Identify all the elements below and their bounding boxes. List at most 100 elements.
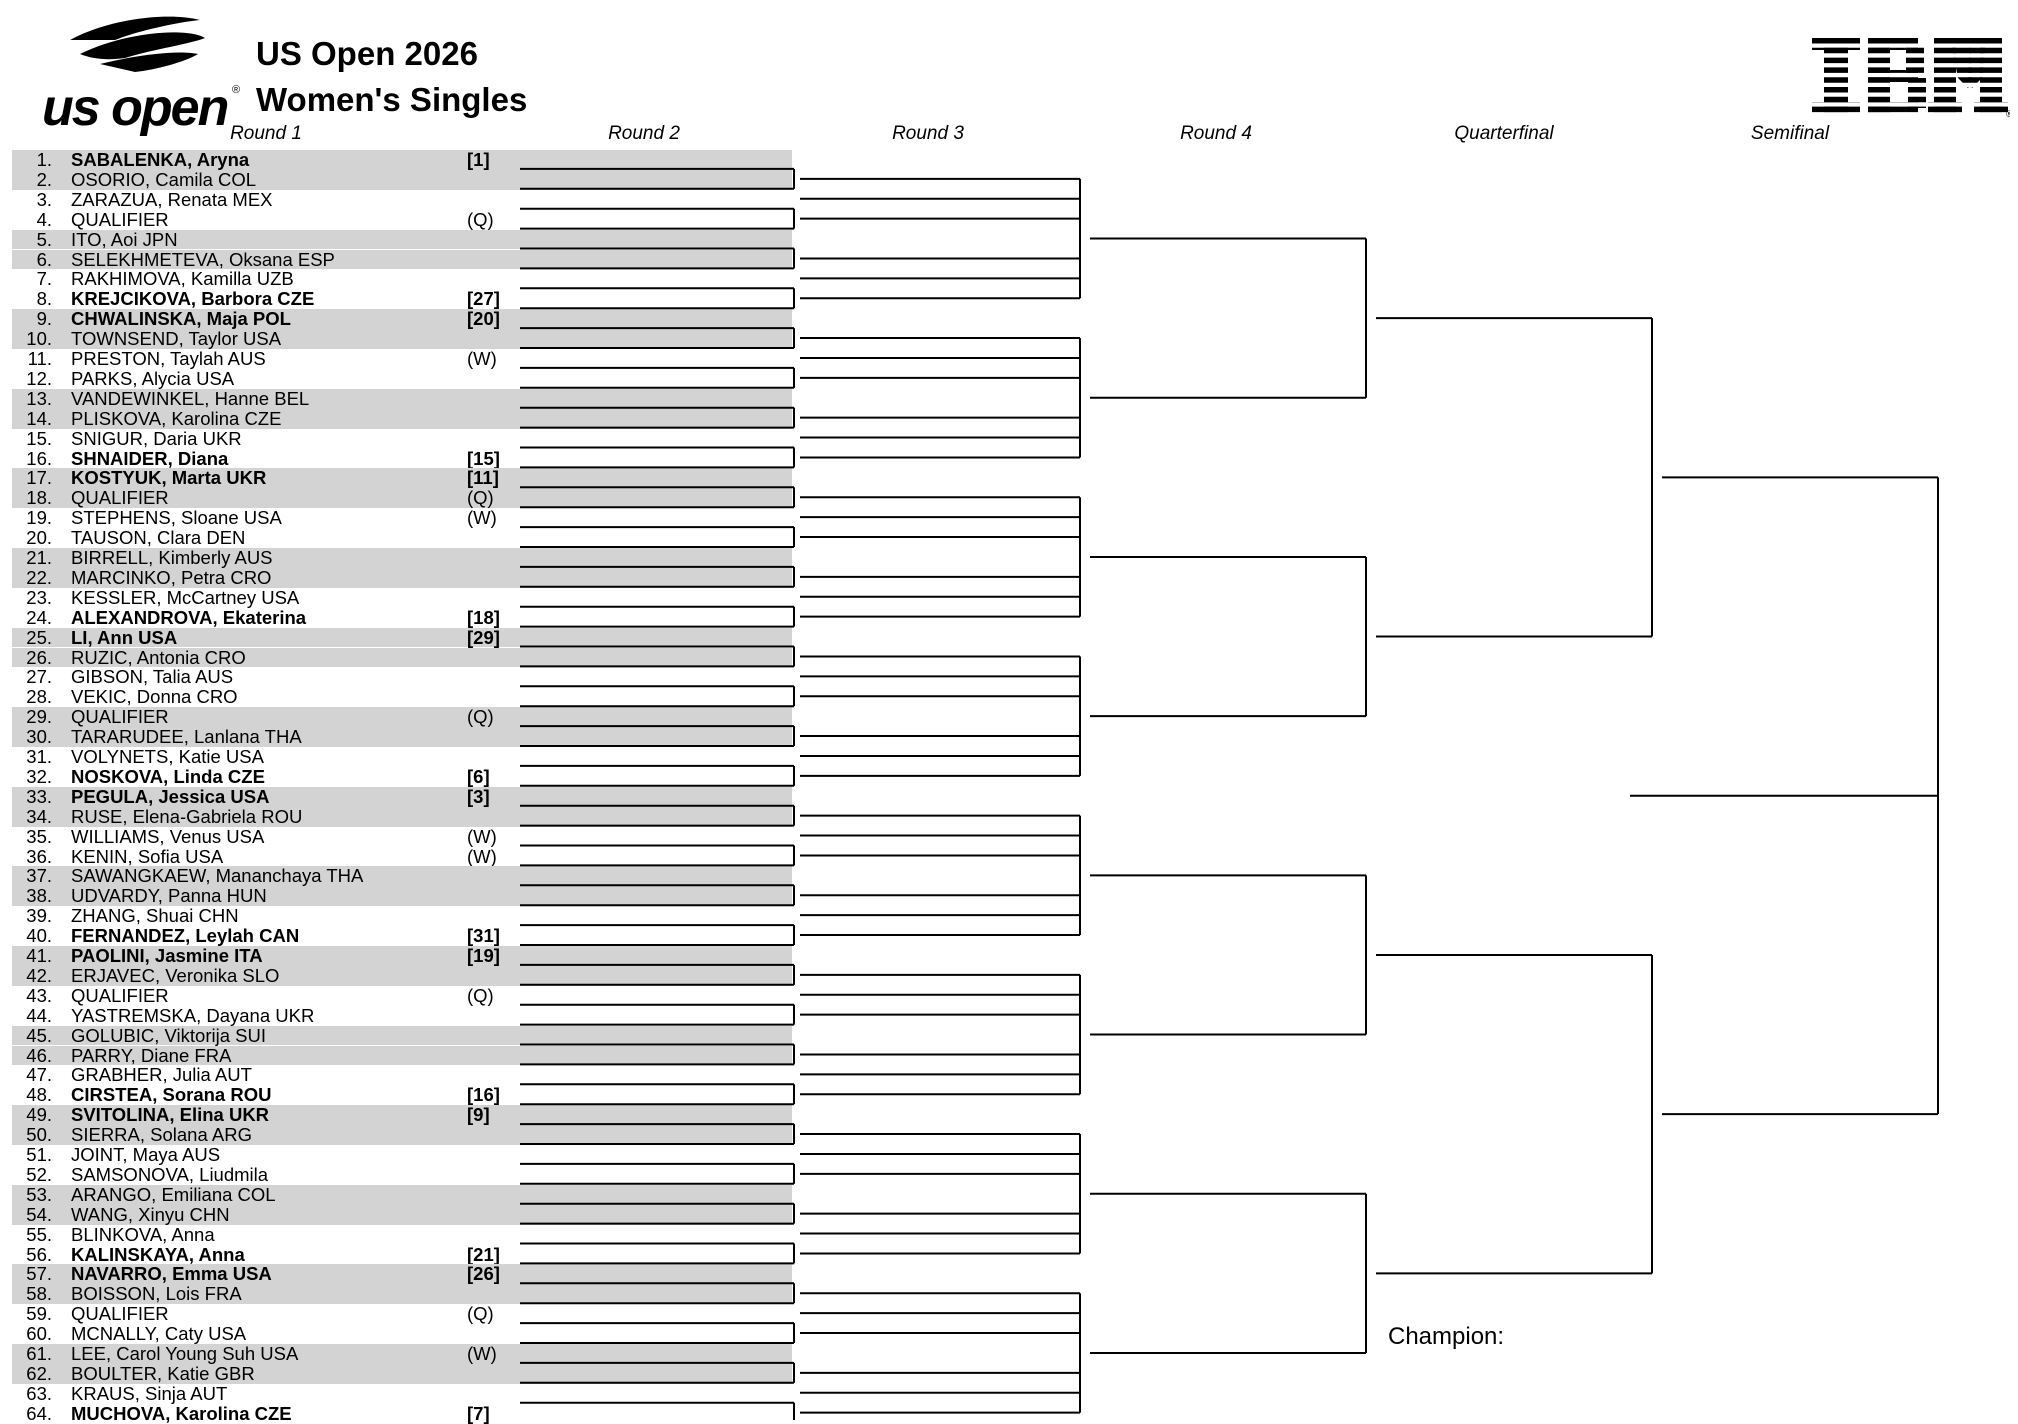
- player-seed: [9]: [467, 1104, 490, 1126]
- draw-row: 43.QUALIFIER(Q): [12, 984, 792, 1006]
- draw-row: 64. MUCHOVA, Karolina CZE [7]: [12, 1402, 792, 1424]
- player-name: BOULTER, Katie GBR: [71, 1362, 255, 1384]
- draw-row: 32.NOSKOVA, Linda CZE[6]: [12, 765, 792, 787]
- draw-row: 31.VOLYNETS, Katie USA: [12, 747, 792, 767]
- player-name: SNIGUR, Daria UKR: [71, 427, 242, 449]
- player-name: WILLIAMS, Venus USA: [71, 825, 265, 847]
- player-name: QUALIFIER: [71, 208, 169, 230]
- draw-row: 17.KOSTYUK, Marta UKR[11]: [12, 467, 792, 489]
- draw-position: 12.: [26, 367, 52, 389]
- player-name: SAWANGKAEW, Mananchaya THA: [71, 865, 364, 887]
- player-seed: (W): [467, 507, 497, 529]
- player-name: KESSLER, McCartney USA: [71, 586, 300, 608]
- player-seed: [31]: [467, 925, 500, 947]
- draw-row: 9.CHWALINSKA, Maja POL[20]: [12, 308, 792, 330]
- draw-position: 27.: [26, 666, 52, 688]
- draw-position: 57.: [26, 1263, 52, 1285]
- draw-row: 41.PAOLINI, Jasmine ITA[19]: [12, 946, 792, 966]
- player-name: LEE, Carol Young Suh USA: [71, 1343, 299, 1364]
- player-name: PARRY, Diane FRA: [71, 1044, 232, 1066]
- round-label-quarterfinal: Quarterfinal: [1454, 123, 1554, 144]
- player-name: SABALENKA, Aryna: [71, 149, 250, 170]
- player-name: MUCHOVA, Karolina CZE: [71, 1402, 292, 1424]
- player-seed: (Q): [467, 208, 494, 230]
- player-name: FERNANDEZ, Leylah CAN: [71, 925, 300, 947]
- player-seed: (Q): [467, 706, 494, 728]
- draw-row: 12.PARKS, Alycia USA: [12, 367, 792, 389]
- player-name: RUSE, Elena-Gabriela ROU: [71, 805, 303, 827]
- draw-row: 4. QUALIFIER (Q): [12, 208, 792, 230]
- draw-row: 39.ZHANG, Shuai CHN: [12, 906, 792, 926]
- draw-position: 18.: [26, 487, 52, 509]
- draw-position: 52.: [26, 1163, 52, 1185]
- draw-position: 63.: [26, 1382, 52, 1404]
- draw-row: 40.FERNANDEZ, Leylah CAN[31]: [12, 926, 792, 946]
- draw-position: 34.: [26, 805, 52, 827]
- draw-row: 58. BOISSON, Lois FRA: [12, 1283, 792, 1305]
- draw-position: 5.: [36, 228, 52, 250]
- draw-row: 44.YASTREMSKA, Dayana UKR: [12, 1004, 792, 1026]
- draw-position: 56.: [26, 1243, 52, 1265]
- draw-row: 36.KENIN, Sofia USA(W): [12, 845, 792, 867]
- player-seed: [6]: [467, 765, 490, 787]
- draw-row: 26.RUZIC, Antonia CRO: [12, 647, 792, 668]
- player-name: PRESTON, Taylah AUS: [71, 348, 266, 369]
- player-name: CHWALINSKA, Maja POL: [71, 308, 291, 330]
- draw-position: 20.: [26, 527, 52, 549]
- draw-row: 2.OSORIO, Camila COL: [12, 169, 792, 190]
- draw-row: 61.LEE, Carol Young Suh USA(W): [12, 1344, 792, 1364]
- player-name: ERJAVEC, Veronika SLO: [71, 964, 280, 986]
- player-seed: (W): [467, 825, 497, 847]
- draw-row: 3.ZARAZUA, Renata MEX: [12, 189, 792, 210]
- draw-row: 46.PARRY, Diane FRA: [12, 1044, 792, 1066]
- page-title: US Open 2026: [256, 35, 478, 72]
- round-label-4: Round 4: [1180, 123, 1252, 144]
- player-name: GRABHER, Julia AUT: [71, 1064, 252, 1086]
- draw-row: 38.UDVARDY, Panna HUN: [12, 886, 792, 907]
- draw-position: 43.: [26, 984, 52, 1006]
- player-seed: (Q): [467, 1303, 494, 1325]
- draw-position: 13.: [26, 387, 52, 409]
- draw-position: 29.: [26, 706, 52, 728]
- draw-position: 36.: [26, 845, 52, 867]
- player-seed: [3]: [467, 785, 490, 807]
- draw-position: 47.: [26, 1064, 52, 1086]
- player-name: NAVARRO, Emma USA: [71, 1263, 272, 1285]
- svg-text:®: ®: [2006, 109, 2010, 118]
- draw-row: 5.ITO, Aoi JPN: [12, 228, 792, 250]
- player-seed: [26]: [467, 1263, 500, 1285]
- draw-position: 14.: [26, 407, 52, 429]
- draw-row: 15.SNIGUR, Daria UKR: [12, 427, 792, 449]
- player-seed: (W): [467, 348, 497, 369]
- registered-mark: ®: [232, 84, 241, 96]
- draw-position: 44.: [26, 1004, 52, 1026]
- player-name: VANDEWINKEL, Hanne BEL: [71, 387, 310, 409]
- player-name: SVITOLINA, Elina UKR: [71, 1104, 270, 1126]
- draw-row: 10.TOWNSEND, Taylor USA: [12, 329, 792, 349]
- draw-position: 41.: [26, 945, 52, 966]
- draw-position: 9.: [36, 308, 52, 330]
- draw-position: 64.: [26, 1402, 52, 1424]
- player-name: QUALIFIER: [71, 706, 169, 728]
- draw-row: 47. GRABHER, Julia AUT: [12, 1065, 792, 1085]
- draw-row: 18.QUALIFIER(Q): [12, 487, 792, 509]
- round-label-3: Round 3: [892, 123, 964, 144]
- draw-position: 31.: [26, 746, 52, 767]
- draw-row: 50.SIERRA, Solana ARG: [12, 1125, 792, 1145]
- draw-row: 13. VANDEWINKEL, Hanne BEL: [12, 387, 792, 409]
- draw-row: 57. NAVARRO, Emma USA [26]: [12, 1263, 792, 1285]
- draw-row: 30.TARARUDEE, Lanlana THA: [12, 727, 792, 747]
- player-name: BOISSON, Lois FRA: [71, 1283, 242, 1305]
- draw-position: 58.: [26, 1283, 52, 1305]
- player-name: QUALIFIER: [71, 984, 169, 1006]
- page-subtitle: Women's Singles: [256, 81, 528, 118]
- player-name: ALEXANDROVA, Ekaterina: [71, 606, 307, 628]
- player-seed: [11]: [467, 467, 499, 489]
- player-seed: [7]: [467, 1402, 490, 1424]
- draw-position: 4.: [36, 208, 52, 230]
- draw-row: 35.WILLIAMS, Venus USA(W): [12, 825, 792, 847]
- player-seed: [18]: [467, 606, 500, 628]
- player-name: PAOLINI, Jasmine ITA: [71, 945, 263, 966]
- draw-position: 54.: [26, 1203, 52, 1225]
- draw-position: 19.: [26, 507, 52, 529]
